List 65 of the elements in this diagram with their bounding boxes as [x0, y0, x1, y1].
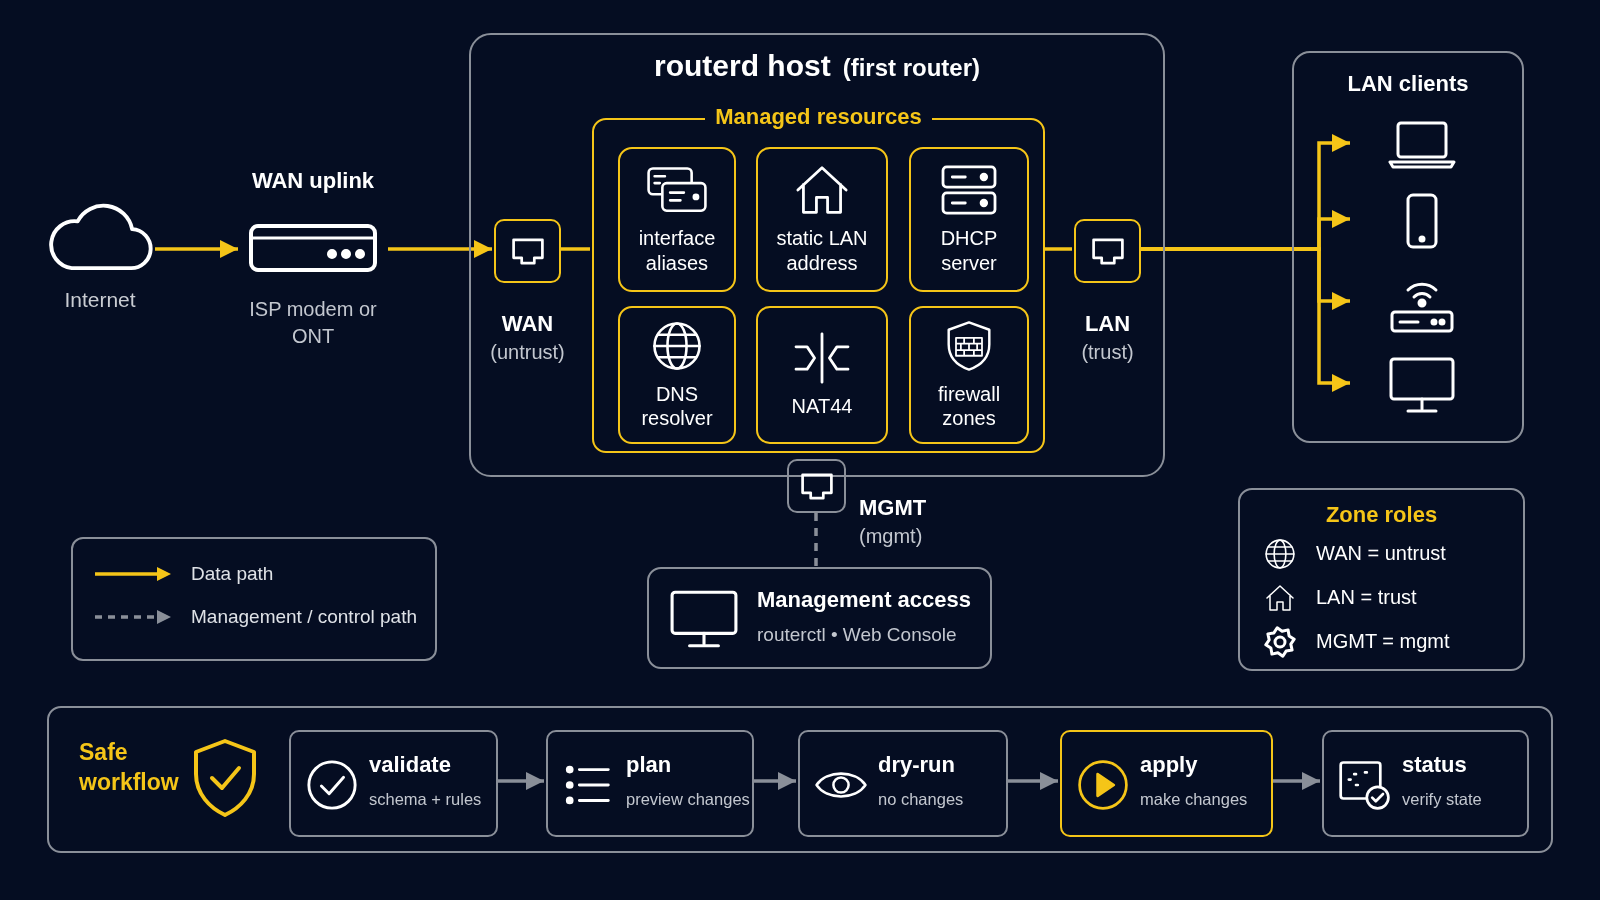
panel-title: Zone roles [1324, 502, 1439, 528]
workflow-title: Safe workflow [79, 738, 180, 797]
step-card [546, 730, 754, 837]
node-label: Internet [63, 288, 137, 312]
resource-card [909, 306, 1029, 444]
card-label: firewall zones [936, 381, 1002, 431]
access-tools: routerctl • Web Console [757, 624, 957, 646]
arrow [752, 772, 796, 790]
zone-label: (trust) [1080, 341, 1135, 364]
host-frame [469, 33, 1165, 477]
arrow [1271, 772, 1320, 790]
step-title: plan [626, 752, 672, 778]
port-label: LAN [1083, 311, 1132, 337]
arrow [155, 240, 238, 258]
port-box [1074, 219, 1141, 283]
step-title: apply [1140, 752, 1198, 778]
connector-line [814, 513, 818, 567]
zone-roles-panel [1238, 488, 1525, 671]
host-subtitle: (first router) [842, 54, 980, 82]
zone-role: LAN = trust [1316, 586, 1417, 609]
clients-panel [1292, 51, 1524, 443]
legend-label: Data path [191, 563, 274, 585]
step-title: dry-run [878, 752, 955, 778]
card-label: NAT44 [790, 393, 854, 419]
arrow [388, 240, 492, 258]
zone-label: (mgmt) [859, 525, 924, 548]
card-label: static LAN address [775, 226, 869, 275]
resource-card [618, 306, 736, 444]
resource-card [618, 147, 736, 292]
card-label: interface aliases [637, 226, 717, 275]
step-card [798, 730, 1008, 837]
step-description: preview changes [626, 790, 750, 809]
active-step-card [1060, 730, 1273, 837]
step-description: schema + rules [369, 790, 482, 809]
step-title: status [1402, 752, 1467, 778]
panel-title: LAN clients [1346, 71, 1470, 97]
zone-role: WAN = untrust [1316, 542, 1446, 565]
port-box [787, 459, 846, 513]
port-label: WAN [500, 311, 555, 337]
connector-line [1043, 247, 1072, 251]
resource-card [909, 147, 1029, 292]
access-title: Management access [757, 587, 971, 613]
workflow-panel [47, 706, 1553, 853]
zone-role: MGMT = mgmt [1316, 630, 1450, 653]
step-title: validate [369, 752, 451, 778]
step-description: no changes [878, 790, 964, 809]
access-panel [647, 567, 992, 669]
step-card [1322, 730, 1529, 837]
step-card [289, 730, 498, 837]
step-description: make changes [1140, 790, 1248, 809]
zone-label: (untrust) [489, 341, 566, 364]
node-label: ISP modem or ONT [248, 297, 378, 349]
node-title: WAN uplink [250, 168, 376, 195]
card-label: DNS resolver [640, 381, 714, 431]
connector-line [559, 247, 590, 251]
host-title: routerd host [654, 49, 831, 83]
resource-card [756, 306, 888, 444]
arrow [496, 772, 544, 790]
resource-card [756, 147, 888, 292]
port-box [494, 219, 561, 283]
step-description: verify state [1402, 790, 1482, 809]
port-label: MGMT [859, 495, 928, 521]
arrow [1006, 772, 1058, 790]
card-label: DHCP server [939, 226, 999, 275]
legend-label: Management / control path [191, 606, 418, 628]
